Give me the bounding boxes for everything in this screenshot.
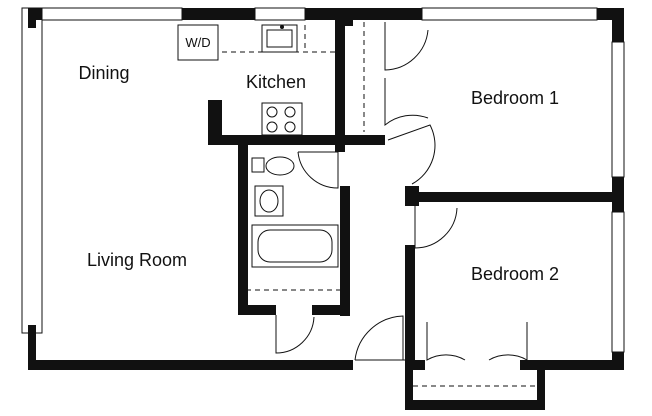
toilet-tank bbox=[251, 157, 265, 173]
burner-icon bbox=[266, 106, 278, 118]
bathroom-door bbox=[297, 151, 339, 189]
washer-dryer bbox=[177, 24, 219, 61]
windows bbox=[21, 7, 625, 353]
bathroom-fixtures bbox=[251, 156, 339, 268]
hall-closet-door bbox=[275, 315, 315, 354]
entry-door bbox=[354, 315, 405, 361]
walls bbox=[28, 8, 624, 410]
room-label-bedroom-1: Bedroom 1 bbox=[471, 88, 559, 108]
washer-dryer-label: W/D bbox=[185, 35, 210, 50]
sink-icon bbox=[259, 189, 279, 213]
doors bbox=[275, 22, 528, 361]
kitchen-north-window bbox=[254, 7, 306, 21]
bedroom2-closet-door-1 bbox=[426, 322, 466, 361]
bedroom1-door bbox=[387, 124, 436, 185]
kitchen-fixtures: W/D bbox=[177, 24, 303, 136]
room-label-bedroom-2: Bedroom 2 bbox=[471, 264, 559, 284]
kitchen-sink bbox=[261, 24, 298, 53]
bedroom2-door bbox=[414, 205, 458, 249]
bedroom1-north-window bbox=[421, 7, 598, 21]
bedroom2-closet-door-2 bbox=[488, 322, 528, 361]
bathtub bbox=[251, 224, 339, 268]
faucet-icon bbox=[280, 25, 284, 29]
bedroom2-east-window bbox=[611, 211, 625, 353]
bedroom1-east-window bbox=[611, 41, 625, 178]
room-label-living-room: Living Room bbox=[87, 250, 187, 270]
bedroom1-closet-door-1 bbox=[384, 22, 429, 71]
bedroom1-closet-door-2 bbox=[384, 78, 429, 127]
stove bbox=[261, 102, 303, 136]
burner-icon bbox=[284, 106, 296, 118]
room-label-dining: Dining bbox=[78, 63, 129, 83]
dining-north-window bbox=[41, 7, 183, 21]
room-labels: Dining Kitchen Living Room Bedroom 1 Bed… bbox=[78, 63, 559, 284]
living-room-west-window bbox=[21, 7, 43, 334]
bathroom-vanity bbox=[254, 185, 284, 217]
room-label-kitchen: Kitchen bbox=[246, 72, 306, 92]
toilet-icon bbox=[265, 156, 295, 176]
burner-icon bbox=[266, 121, 278, 133]
burner-icon bbox=[284, 121, 296, 133]
